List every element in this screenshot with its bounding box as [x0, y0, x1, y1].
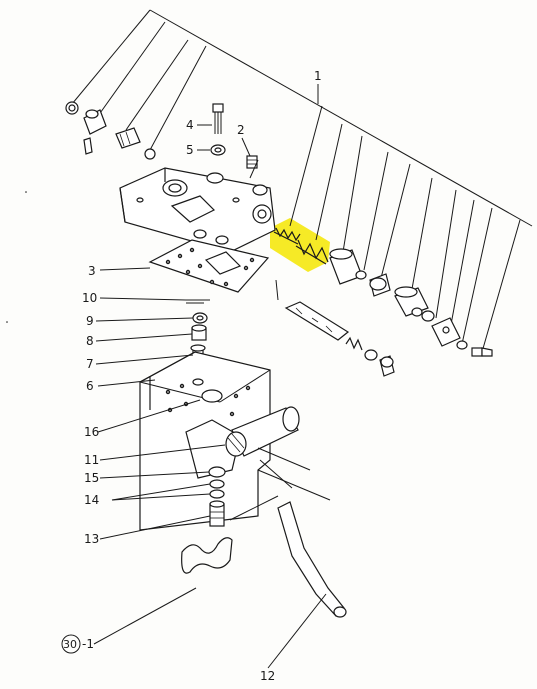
spring-small — [273, 227, 301, 245]
leader-lines-fan — [71, 9, 533, 353]
ring-14-b — [209, 489, 225, 499]
label-leaders — [93, 84, 327, 669]
label-30-suffix: -1 — [82, 637, 94, 651]
label-16: 16 — [84, 425, 99, 439]
ring-14-a — [209, 479, 225, 489]
bushing-13 — [209, 500, 225, 527]
label-10: 10 — [82, 291, 97, 305]
piston — [394, 286, 429, 317]
bushing-8 — [191, 324, 207, 341]
extension-lines — [204, 279, 331, 501]
label-9: 9 — [86, 314, 94, 328]
pin-10 — [186, 299, 204, 304]
label-1: 1 — [314, 69, 322, 83]
spool-washer — [364, 349, 378, 361]
gasket-plate-3 — [148, 239, 270, 293]
spool-spring — [345, 336, 363, 351]
lever-rod-12 — [229, 495, 347, 618]
label-7: 7 — [86, 357, 94, 371]
break-edge — [181, 537, 233, 574]
end-cover-plate — [431, 317, 461, 347]
control-spool — [284, 301, 350, 341]
washer-9 — [192, 312, 208, 324]
spool-cap — [379, 355, 395, 377]
label-15: 15 — [84, 471, 99, 485]
small-ring-b — [456, 340, 468, 350]
sleeve-part — [83, 109, 107, 135]
label-4: 4 — [186, 118, 194, 132]
end-bolt — [471, 347, 493, 357]
label-2: 2 — [237, 123, 245, 137]
spool-sleeve — [329, 248, 363, 285]
seal-ring — [421, 310, 435, 322]
valve-housing-1 — [119, 159, 276, 253]
poppet — [369, 273, 391, 297]
label-12: 12 — [260, 669, 275, 683]
small-oring-part — [144, 148, 156, 160]
label-5: 5 — [186, 143, 194, 157]
label-14: 14 — [84, 493, 99, 507]
washer-5 — [210, 144, 226, 156]
label-6: 6 — [86, 379, 94, 393]
scan-speck — [25, 191, 27, 193]
label-11: 11 — [84, 453, 99, 467]
scan-speck — [6, 321, 8, 323]
lift-arm-11 — [185, 406, 300, 479]
spring-large — [295, 239, 329, 265]
label-13: 13 — [84, 532, 99, 546]
label-8: 8 — [86, 334, 94, 348]
figure-ref-30-1: 30 -1 — [61, 634, 94, 654]
plug-2 — [246, 155, 258, 169]
snap-ring-part — [65, 101, 79, 115]
label-30: 30 — [63, 638, 77, 651]
small-ring-a — [355, 270, 367, 280]
plunger-part — [115, 127, 141, 149]
pin-part — [83, 137, 93, 155]
bolt-4 — [212, 103, 224, 134]
label-3: 3 — [88, 264, 96, 278]
ring-15 — [208, 466, 226, 478]
